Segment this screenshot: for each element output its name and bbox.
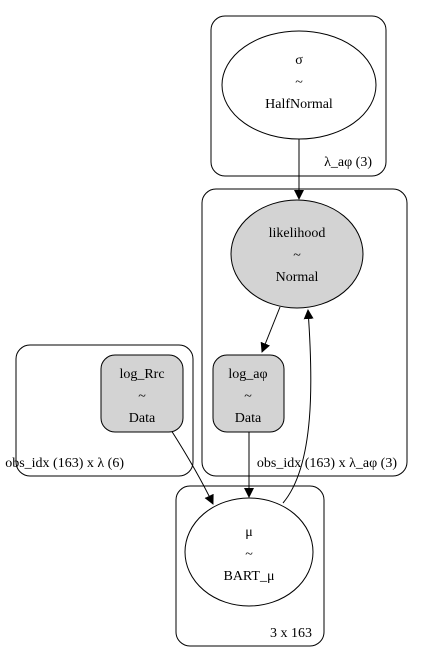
- node-log-rrc-shape: [100, 354, 184, 433]
- node-likelihood-shape: [230, 199, 364, 309]
- plate-label-lambda-aphi: λ_aφ (3): [324, 155, 372, 170]
- node-mu-tilde: ~: [245, 547, 253, 562]
- node-log-aphi-shape: [212, 354, 285, 433]
- node-log-aphi[interactable]: log_aφ ~ Data: [212, 354, 285, 433]
- node-mu[interactable]: μ ~ BART_μ: [184, 497, 314, 607]
- node-sigma-dist: HalfNormal: [265, 97, 333, 112]
- plate-obs-idx-lambda-aphi: obs_idx (163) x λ_aφ (3): [201, 188, 408, 477]
- node-mu-shape: [184, 497, 314, 607]
- node-sigma-name: σ: [295, 53, 303, 68]
- edges: [170, 139, 314, 505]
- edge-log-rrc-mu: [170, 429, 214, 505]
- node-sigma-tilde: ~: [295, 75, 303, 90]
- node-log-rrc-dist: Data: [129, 411, 156, 426]
- node-mu-dist: BART_μ: [223, 569, 274, 584]
- node-likelihood-dist: Normal: [276, 270, 319, 285]
- node-log-rrc-tilde: ~: [138, 389, 146, 404]
- node-sigma-shape: [221, 30, 377, 140]
- node-mu-name: μ: [245, 525, 253, 540]
- edge-mu-likelihood: [282, 309, 314, 504]
- edge-likelihood-log-aphi: [260, 306, 281, 353]
- node-log-rrc[interactable]: log_Rrc ~ Data: [100, 354, 184, 433]
- node-sigma[interactable]: σ ~ HalfNormal: [221, 30, 377, 140]
- node-likelihood-tilde: ~: [293, 248, 301, 263]
- node-log-aphi-name: log_aφ: [228, 367, 267, 382]
- plate-obs-idx-lambda: obs_idx (163) x λ (6): [5, 344, 194, 477]
- plate-dims-3x163: 3 x 163: [175, 485, 325, 647]
- node-log-aphi-tilde: ~: [244, 389, 252, 404]
- node-log-aphi-dist: Data: [235, 411, 262, 426]
- plate-label-dims: 3 x 163: [270, 626, 312, 641]
- node-likelihood[interactable]: likelihood ~ Normal: [230, 199, 364, 309]
- plate-label-obs-idx-lambda: obs_idx (163) x λ (6): [5, 456, 124, 471]
- node-likelihood-name: likelihood: [269, 226, 326, 241]
- node-log-rrc-name: log_Rrc: [119, 367, 164, 382]
- plate-label-obs-idx-lambda-aphi: obs_idx (163) x λ_aφ (3): [257, 456, 397, 471]
